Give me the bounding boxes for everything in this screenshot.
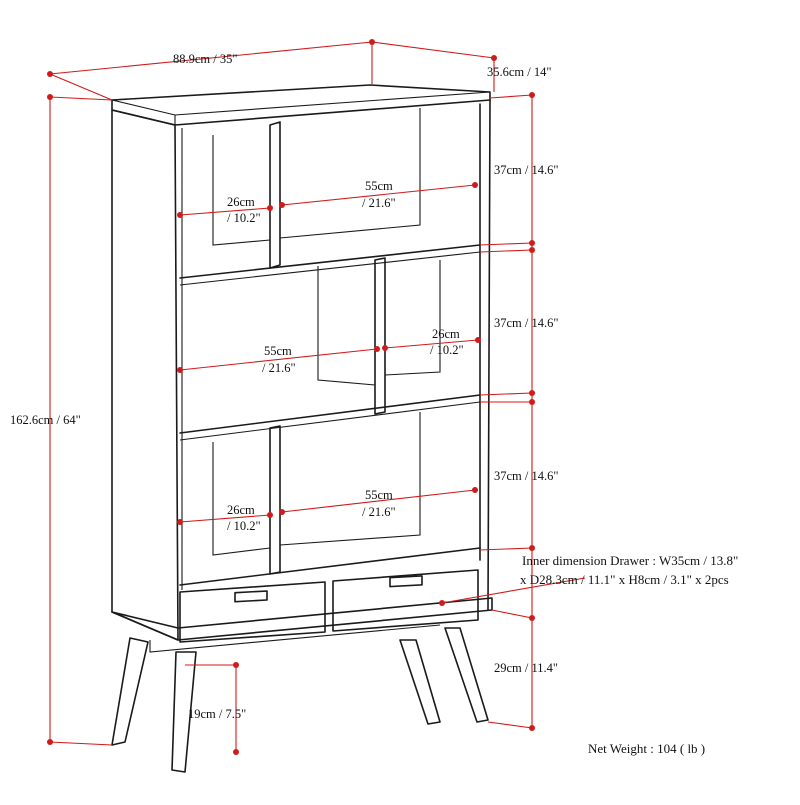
divider-bottom (269, 425, 281, 575)
label-mid-small-w1: 26cm (432, 327, 460, 341)
label-overall-height: 162.6cm / 64" (10, 413, 81, 427)
label-mid-small-w2: / 10.2" (430, 343, 464, 357)
leg-front-right (399, 639, 441, 725)
shelf-2 (179, 394, 481, 434)
drawer-right (332, 569, 479, 632)
leg-front-left-2 (171, 651, 197, 773)
drawer-left-handle (234, 590, 268, 603)
divider-middle (374, 257, 386, 415)
shelf-3 (179, 547, 481, 586)
drawer-right-handle (389, 575, 423, 588)
drawer-note-line2: x D28.3cm / 11.1" x H8cm / 3.1" x 2pcs (520, 572, 729, 587)
label-overall-depth: 35.6cm / 14" (487, 65, 551, 79)
base-apron (111, 597, 493, 641)
bookcase (111, 84, 493, 773)
dimension-lines (47, 39, 586, 755)
label-mid-large-w1: 55cm (264, 344, 292, 358)
label-top-large-w1: 55cm (365, 179, 393, 193)
left-side-panel (111, 109, 179, 641)
label-leg-height: 29cm / 11.4" (494, 661, 558, 675)
dimension-labels: 88.9cm / 35" 35.6cm / 14" 162.6cm / 64" … (10, 52, 738, 756)
leg-front-left (111, 637, 149, 746)
label-bot-large-w2: / 21.6" (362, 505, 396, 519)
label-shelf-height-top: 37cm / 14.6" (494, 163, 558, 177)
drawer-left (179, 581, 326, 643)
leg-back-right (444, 627, 489, 723)
label-mid-large-w2: / 21.6" (262, 361, 296, 375)
label-shelf-height-middle: 37cm / 14.6" (494, 316, 558, 330)
label-top-small-w2: / 10.2" (227, 211, 261, 225)
label-top-small-w1: 26cm (227, 195, 255, 209)
label-shelf-height-bottom: 37cm / 14.6" (494, 469, 558, 483)
label-bot-large-w1: 55cm (365, 488, 393, 502)
top-panel-edge (111, 91, 491, 116)
net-weight: Net Weight : 104 ( lb ) (588, 741, 705, 756)
divider-top (269, 121, 281, 269)
top-panel (111, 84, 491, 126)
drawer-note-line1: Inner dimension Drawer : W35cm / 13.8" (522, 553, 738, 568)
label-bot-small-w1: 26cm (227, 503, 255, 517)
label-overall-width: 88.9cm / 35" (173, 52, 237, 66)
shelf-1 (179, 244, 481, 279)
label-leg-spread: 19cm / 7.5" (188, 707, 246, 721)
label-top-large-w2: / 21.6" (362, 196, 396, 210)
label-bot-small-w2: / 10.2" (227, 519, 261, 533)
